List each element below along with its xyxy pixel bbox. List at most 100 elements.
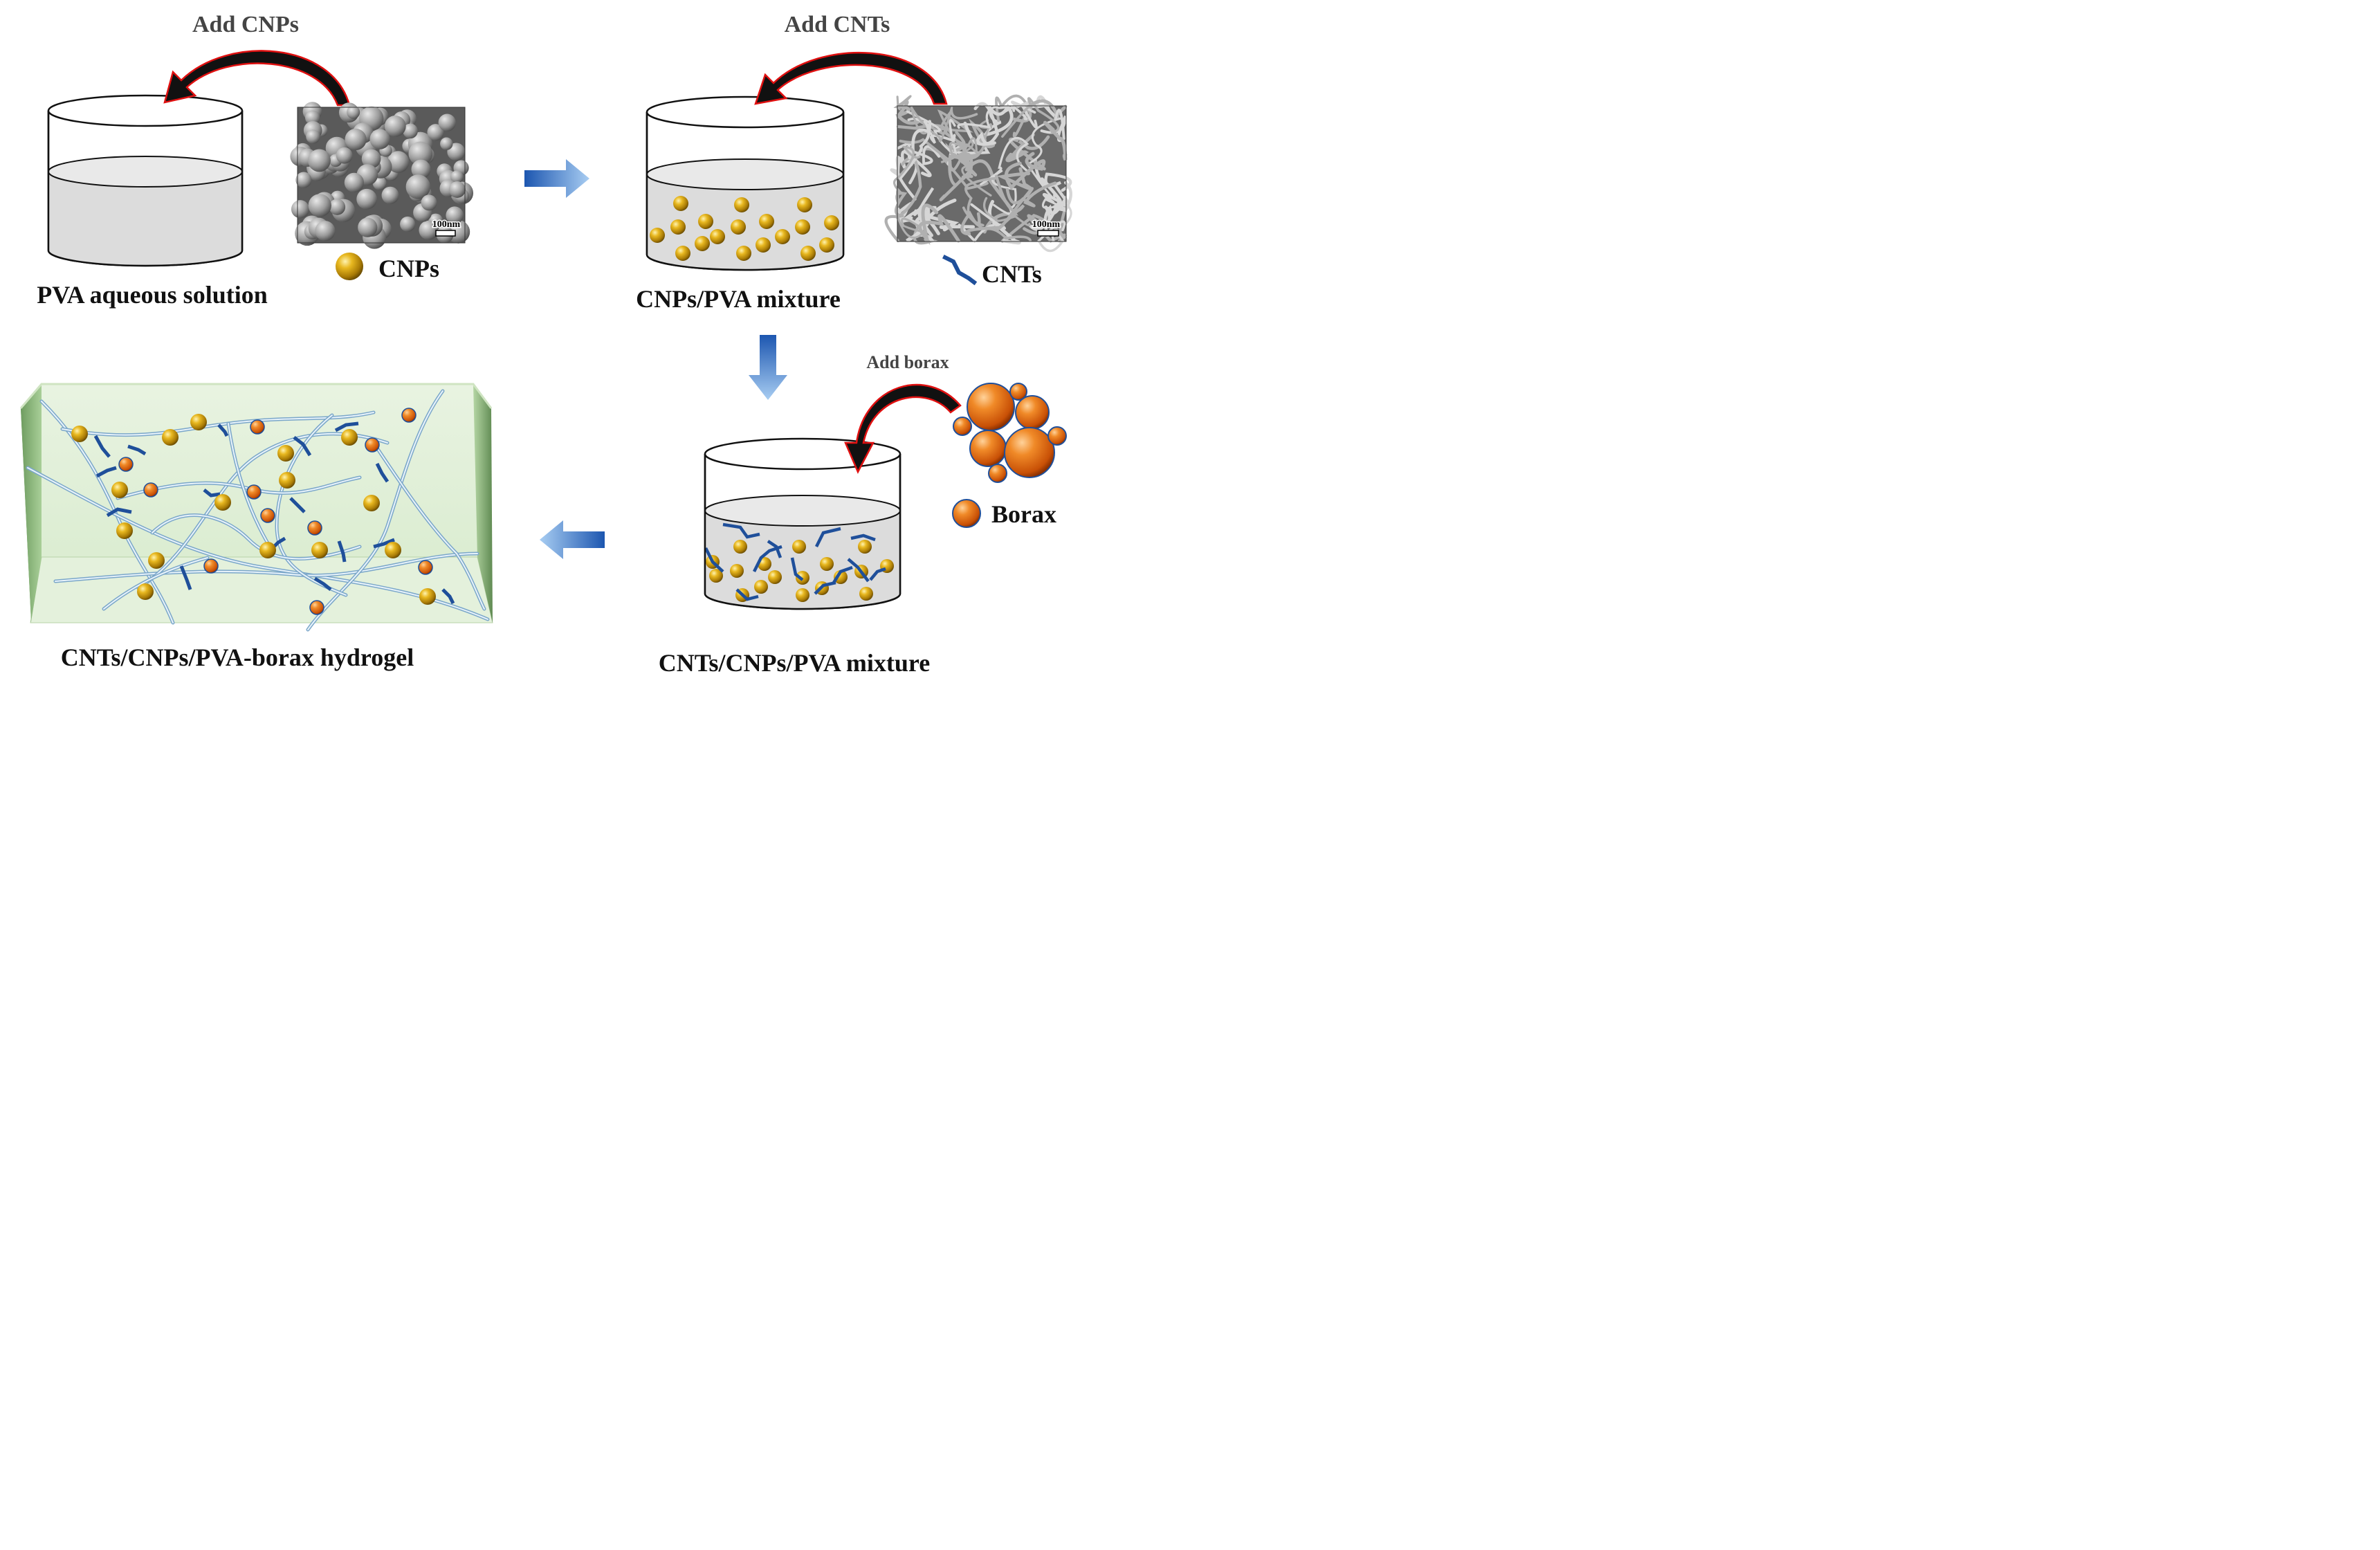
sem-nanoparticle [345, 128, 367, 151]
sem-nanotube [995, 94, 1030, 138]
sem-nanotube [948, 154, 973, 187]
cnp-particle [650, 228, 665, 243]
cnt-strand [106, 507, 132, 518]
cnt-strand [814, 527, 841, 548]
cnp-particle [824, 215, 839, 230]
sem-nanotube [896, 124, 966, 146]
sem-nanoparticle [446, 206, 464, 224]
beaker-cnps-pva [646, 95, 845, 271]
cnp-particle [796, 588, 809, 602]
sem-nanotube [1043, 120, 1068, 161]
sem-nanoparticle [384, 115, 406, 137]
cnp-particle [162, 429, 178, 446]
cnp-particle [797, 197, 812, 212]
polymer-chain-highlight [103, 557, 208, 610]
cnp-particle [675, 246, 690, 261]
sem-nanotube [1005, 133, 1035, 163]
sem-nanoparticle [308, 194, 331, 217]
sem-nanotube [906, 110, 958, 158]
sem-nanoparticle [308, 149, 331, 172]
beaker-cnts-cnps-pva [704, 437, 901, 610]
cnp-particle [730, 564, 744, 578]
cnt-strand [293, 436, 312, 457]
borax-particle [1009, 383, 1027, 401]
cnt-strand [93, 435, 111, 458]
borax-particle [143, 482, 158, 498]
flow-arrow-down [749, 335, 787, 400]
borax-particle [307, 520, 322, 536]
cnt-strand [217, 423, 229, 437]
cnt-strand [790, 557, 804, 581]
cnps-scale-label: 100nm [432, 219, 461, 230]
borax-particle [260, 508, 275, 523]
sem-nanotube [957, 105, 1009, 129]
sem-nanoparticle [344, 172, 364, 192]
cnp-particle [734, 197, 749, 212]
sem-nanotube [893, 100, 920, 125]
sem-nanoparticle [448, 181, 466, 198]
cnts-cnps-pva-mixture-label: CNTs/CNPs/PVA mixture [659, 649, 930, 677]
borax-particle [418, 560, 433, 575]
cnp-particle [190, 414, 207, 430]
sem-nanotube [918, 203, 960, 246]
cnp-particle [796, 571, 809, 585]
borax-particle [118, 457, 134, 472]
cnp-particle [756, 237, 771, 253]
cnt-strand [375, 462, 390, 483]
sem-nanotube [895, 150, 932, 178]
flow-arrow-left [540, 520, 605, 559]
borax-cluster [953, 383, 1067, 483]
borax-particle [1015, 395, 1050, 430]
cnp-particle [859, 587, 873, 601]
cnts-scale-label: 100nm [1032, 219, 1061, 230]
cnp-particle [419, 588, 436, 605]
add-cnts-arrow [754, 51, 948, 105]
sem-nanotube [1026, 117, 1063, 199]
borax-particle [1004, 427, 1055, 478]
sem-nanotube [1001, 104, 1028, 120]
borax-particle [969, 430, 1007, 467]
sem-nanotube [1009, 135, 1050, 171]
sem-nanoparticle [450, 170, 464, 184]
cnt-strand [179, 565, 192, 590]
cnp-particle [858, 540, 872, 554]
borax-particle [988, 464, 1007, 483]
cnp-particle [800, 246, 816, 261]
borax-particle [309, 600, 324, 615]
flow-arrow-right [524, 159, 589, 198]
sem-nanoparticle [369, 129, 390, 149]
polymer-chain-highlight [27, 467, 488, 620]
cnp-particle [277, 445, 294, 462]
hydrogel-label: CNTs/CNPs/PVA-borax hydrogel [61, 644, 414, 671]
cnt-strand [735, 588, 759, 601]
borax-particle [250, 419, 265, 435]
borax-particle [967, 383, 1015, 431]
cnp-particle [775, 229, 790, 244]
cnt-strand [850, 534, 876, 542]
cnp-particle [759, 214, 774, 229]
borax-particle [1047, 426, 1067, 446]
cnt-strand [337, 540, 347, 563]
cnt-strand [767, 540, 782, 558]
cnp-particle [363, 495, 380, 511]
cnp-particle [673, 196, 688, 211]
sem-nanoparticle [408, 141, 433, 166]
sem-nanoparticle [438, 113, 456, 131]
cnts-scale-bar [1037, 230, 1059, 237]
sem-nanoparticle [419, 220, 439, 240]
sem-nanotube [1005, 181, 1057, 208]
cnt-strand [814, 581, 836, 595]
borax-particle [401, 408, 416, 423]
cnp-particle [710, 229, 725, 244]
cnp-particle [116, 522, 133, 539]
sem-nanoparticle [295, 172, 312, 188]
sem-nanoparticle [400, 216, 416, 232]
sem-nanoparticle [356, 188, 377, 210]
cnt-strand [832, 565, 853, 584]
sem-nanoparticle [411, 159, 431, 179]
cnp-particle [148, 552, 165, 569]
sem-nanotube [897, 142, 941, 165]
sem-nanotube [983, 197, 1031, 227]
cnps-sem-micrograph: 100nm [290, 102, 474, 249]
cnt-strand [441, 588, 455, 605]
